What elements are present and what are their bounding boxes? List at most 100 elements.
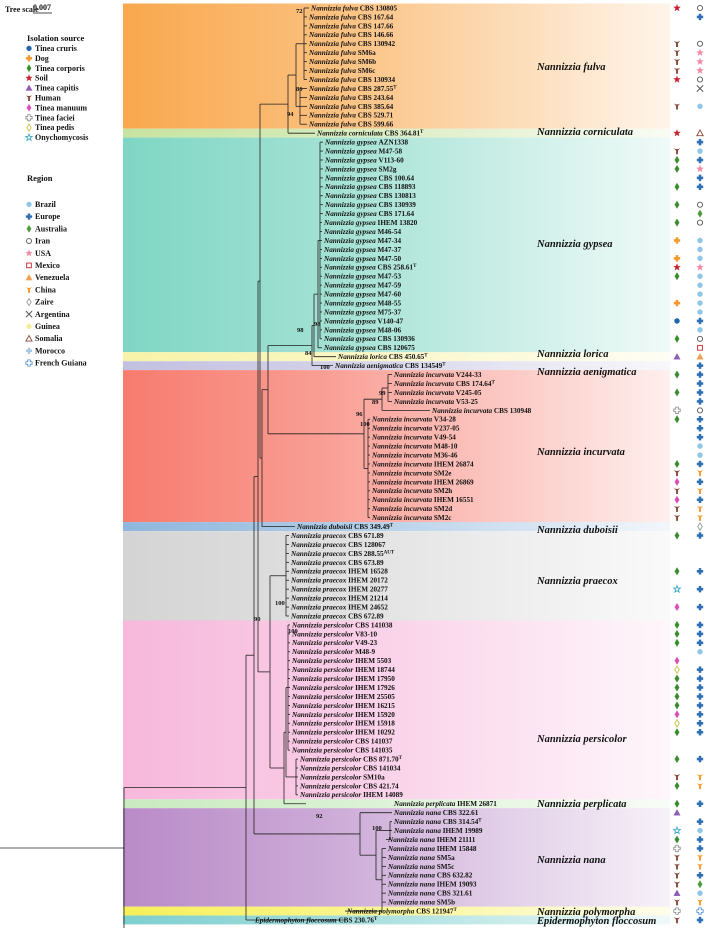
tip-label: Nannizzia praecox IHEM 24652 — [290, 604, 388, 612]
tip-label: Nannizzia incurvata M48-10 — [371, 443, 458, 451]
clade-label: Nannizzia nana — [536, 855, 606, 866]
bootstrap-value: 84 — [305, 350, 312, 357]
tip-label: Nannizzia incurvata IHEM 26869 — [371, 478, 474, 486]
clade-label: Nannizzia corniculata — [536, 127, 633, 138]
source-marker — [673, 148, 681, 155]
tip-label: Nannizzia incurvata V237-05 — [371, 425, 460, 433]
region-marker — [696, 4, 704, 12]
source-marker — [673, 3, 681, 12]
tip-label: Nannizzia gypsea M46-54 — [323, 228, 401, 236]
region-marker — [696, 40, 704, 47]
region-title: Region — [27, 173, 53, 183]
source-marker — [673, 75, 681, 83]
tip-label: Nannizzia persicolor IHEM 17926 — [291, 684, 395, 692]
region-marker — [696, 13, 704, 21]
tip-label: Nannizzia fulva SM6b — [308, 58, 376, 66]
tip-label: Nannizzia aenigmatica CBS 134549T — [334, 362, 446, 370]
source-marker — [673, 129, 681, 137]
tip-label: Nannizzia incurvata V53-25 — [393, 398, 478, 406]
legend-region-icon — [26, 297, 32, 307]
legend-source-icon — [26, 103, 32, 112]
legend-region-icon — [26, 323, 32, 330]
tip-label: Nannizzia persicolor IHEM 15918 — [291, 720, 395, 728]
tip-label: Nannizzia fulva CBS 243.64 — [308, 94, 394, 102]
legend-source-label: Tinea manuum — [35, 103, 87, 112]
bootstrap-value: 100 — [360, 421, 370, 428]
source-marker — [672, 825, 682, 835]
region-marker — [696, 514, 704, 521]
source-marker — [674, 799, 680, 808]
tip-label: Nannizzia fulva CBS 147.66 — [308, 22, 394, 30]
region-marker — [696, 174, 704, 182]
legend-source-label: Tinea cruris — [35, 44, 77, 53]
source-marker — [673, 353, 681, 360]
source-marker — [673, 487, 681, 495]
source-marker — [674, 477, 680, 486]
region-marker — [696, 621, 704, 629]
region-marker — [697, 344, 703, 351]
source-marker — [673, 299, 681, 307]
legend-source-icon — [24, 132, 34, 142]
clade-bands — [123, 3, 670, 925]
legend-source-label: Onychomycosis — [35, 133, 88, 142]
region-marker — [696, 487, 704, 495]
tip-label: Nannizzia gypsea IHEM 13820 — [323, 219, 418, 227]
source-marker — [674, 155, 680, 165]
tip-label: Nannizzia persicolor IHEM 18744 — [291, 666, 395, 674]
clade-band — [123, 906, 670, 916]
region-marker — [696, 496, 704, 503]
region-marker — [696, 416, 704, 423]
legend-region-label: Argentina — [35, 310, 70, 319]
source-marker — [673, 470, 681, 477]
clade-band — [123, 915, 670, 925]
clade-band — [123, 522, 670, 531]
tip-label: Nannizzia fulva CBS 529.71 — [308, 112, 394, 120]
source-marker — [674, 728, 680, 737]
region-marker — [696, 156, 704, 164]
region-marker — [696, 729, 704, 736]
tip-label: Nannizzia incurvata V245-05 — [393, 389, 482, 397]
region-marker — [696, 585, 704, 593]
legend-source-label: Tinea capitis — [35, 84, 79, 93]
source-marker — [673, 263, 681, 271]
tip-label: Nannizzia gypsea CBS 100.64 — [324, 174, 414, 182]
legend-region-label: Iran — [35, 237, 51, 246]
region-marker — [696, 317, 704, 325]
legend-region-label: Europe — [35, 212, 61, 221]
legend-region-icon — [25, 334, 33, 342]
region-marker — [696, 702, 704, 709]
bootstrap-value: 72 — [296, 8, 303, 15]
region-marker — [697, 309, 703, 315]
source-marker — [674, 638, 680, 647]
region-marker — [696, 568, 704, 575]
tip-label: Nannizzia gypsea M48-55 — [323, 300, 401, 308]
region-marker — [696, 720, 704, 727]
tip-label: Nannizzia nana CBS 322.61 — [393, 809, 479, 817]
region-marker — [696, 335, 704, 342]
tip-label: Nannizzia gypsea CBS 130939 — [324, 201, 416, 209]
tip-markers — [672, 3, 704, 924]
source-marker — [674, 164, 680, 174]
bootstrap-value: 100 — [275, 600, 285, 607]
tip-label: Nannizzia gypsea M48-06 — [323, 326, 401, 334]
legend-region-label: French Guiana — [35, 359, 87, 368]
region-marker — [696, 460, 704, 468]
region-marker — [697, 237, 703, 244]
tree-branches — [0, 7, 430, 930]
region-marker — [696, 389, 704, 396]
bootstrap-value: 86 — [296, 86, 303, 93]
region-marker — [697, 209, 703, 218]
source-marker — [673, 103, 681, 110]
tip-label: Nannizzia incurvata IHEM 16551 — [371, 496, 474, 504]
tip-label: Nannizzia nana CBS 321.61 — [387, 890, 473, 898]
region-marker — [696, 675, 704, 682]
legend-source-icon — [26, 45, 32, 52]
bootstrap-value: 100 — [288, 628, 298, 635]
legend-source-icon — [25, 114, 33, 122]
region-marker — [696, 425, 704, 432]
region-marker — [697, 827, 703, 834]
region-marker — [696, 532, 704, 539]
source-marker — [673, 844, 681, 853]
region-marker — [696, 219, 704, 226]
